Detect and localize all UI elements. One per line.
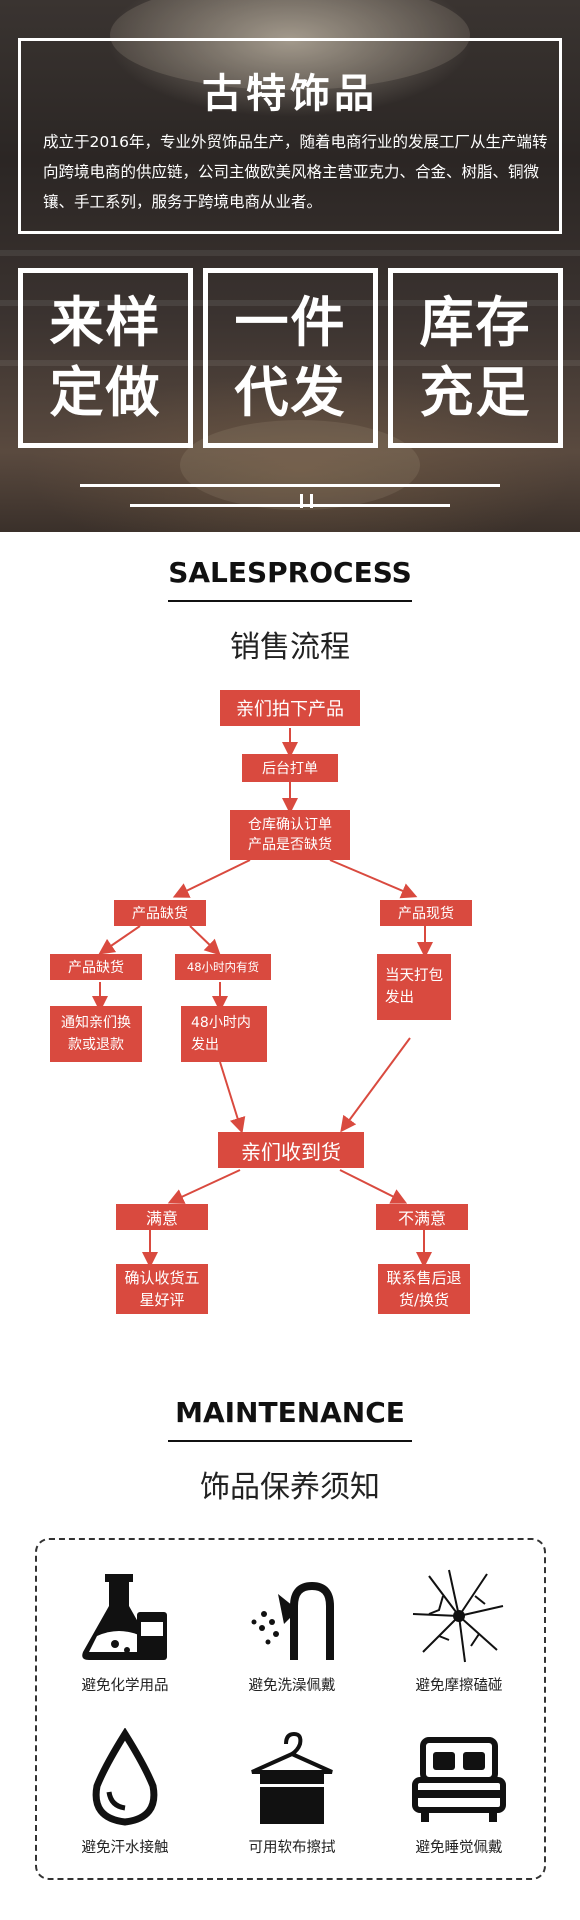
decor-line-bottom [130, 504, 450, 507]
sales-title-en: SALESPROCESS [168, 556, 412, 589]
cloth-hanger-icon [251, 1731, 333, 1824]
flow-node-out-of-stock: 产品缺货 [114, 900, 206, 926]
maintenance-title-en: MAINTENANCE [175, 1396, 405, 1429]
flow-node-48h-stock: 48小时内有货 [175, 954, 271, 980]
feature-stock: 库存充足 [388, 268, 563, 448]
flow-node-confirm: 仓库确认订单产品是否缺货 [230, 810, 350, 860]
care-item-chemical: 避免化学用品 [45, 1566, 205, 1695]
bed-icon [412, 1737, 506, 1822]
care-item-friction: 避免摩擦磕碰 [379, 1566, 539, 1695]
care-label-sleep: 避免睡觉佩戴 [415, 1840, 503, 1856]
sales-flowchart: 亲们拍下产品 后台打单 仓库确认订单产品是否缺货 产品缺货 产品现货 产品缺货 … [0, 670, 580, 1330]
decor-line-top [80, 484, 500, 487]
flow-node-satisfied: 满意 [116, 1204, 208, 1230]
flow-node-after-sales: 联系售后退货/换货 [378, 1264, 470, 1314]
care-label-chemical: 避免化学用品 [81, 1678, 169, 1694]
decor-tick [300, 494, 303, 508]
care-label-sweat: 避免汗水接触 [81, 1840, 169, 1856]
care-tips-box: 避免化学用品 避免洗澡佩戴 避免摩擦磕碰 [35, 1538, 546, 1880]
care-item-cloth: 可用软布擦拭 [212, 1728, 372, 1857]
water-drop-icon [92, 1728, 158, 1826]
flow-node-order: 亲们拍下产品 [220, 690, 360, 726]
chemical-flask-icon [82, 1574, 167, 1660]
flow-node-48h-ship: 48小时内发出 [181, 1006, 267, 1062]
feature-dropship-label: 一件代发 [234, 291, 347, 424]
decor-tick [310, 494, 313, 508]
feature-dropship: 一件代发 [203, 268, 378, 448]
flow-node-unsatisfied: 不满意 [376, 1204, 468, 1230]
care-label-friction: 避免摩擦磕碰 [415, 1678, 503, 1694]
feature-stock-label: 库存充足 [419, 291, 532, 424]
care-label-shower: 避免洗澡佩戴 [248, 1678, 336, 1694]
shower-icon [251, 1581, 334, 1660]
sales-title-cn: 销售流程 [230, 630, 350, 665]
flow-node-print: 后台打单 [242, 754, 338, 782]
flow-node-notify: 通知亲们换款或退款 [50, 1006, 142, 1062]
flow-node-received: 亲们收到货 [218, 1132, 364, 1168]
brand-title: 古特饰品 [202, 71, 378, 117]
flow-node-no-stock: 产品缺货 [50, 954, 142, 980]
maintenance-title-cn: 饰品保养须知 [200, 1470, 380, 1505]
sales-title-underline [168, 600, 412, 602]
flow-node-ship-today: 当天打包发出 [377, 954, 451, 1020]
care-label-cloth: 可用软布擦拭 [248, 1840, 336, 1856]
hero-banner: 古特饰品 成立于2016年，专业外贸饰品生产，随着电商行业的发展工厂从生产端转向… [0, 0, 580, 532]
flow-arrows [92, 728, 433, 1268]
intro-box: 古特饰品 成立于2016年，专业外贸饰品生产，随着电商行业的发展工厂从生产端转向… [18, 38, 562, 234]
feature-custom-label: 来样定做 [49, 291, 162, 424]
flow-node-review: 确认收货五星好评 [116, 1264, 208, 1314]
maintenance-title-underline [168, 1440, 412, 1442]
feature-custom: 来样定做 [18, 268, 193, 448]
flow-node-in-stock: 产品现货 [380, 900, 472, 926]
care-item-sweat: 避免汗水接触 [45, 1728, 205, 1857]
care-item-sleep: 避免睡觉佩戴 [379, 1728, 539, 1857]
crack-icon [412, 1569, 504, 1663]
intro-text: 成立于2016年，专业外贸饰品生产，随着电商行业的发展工厂从生产端转向跨境电商的… [43, 133, 548, 211]
care-item-shower: 避免洗澡佩戴 [212, 1566, 372, 1695]
